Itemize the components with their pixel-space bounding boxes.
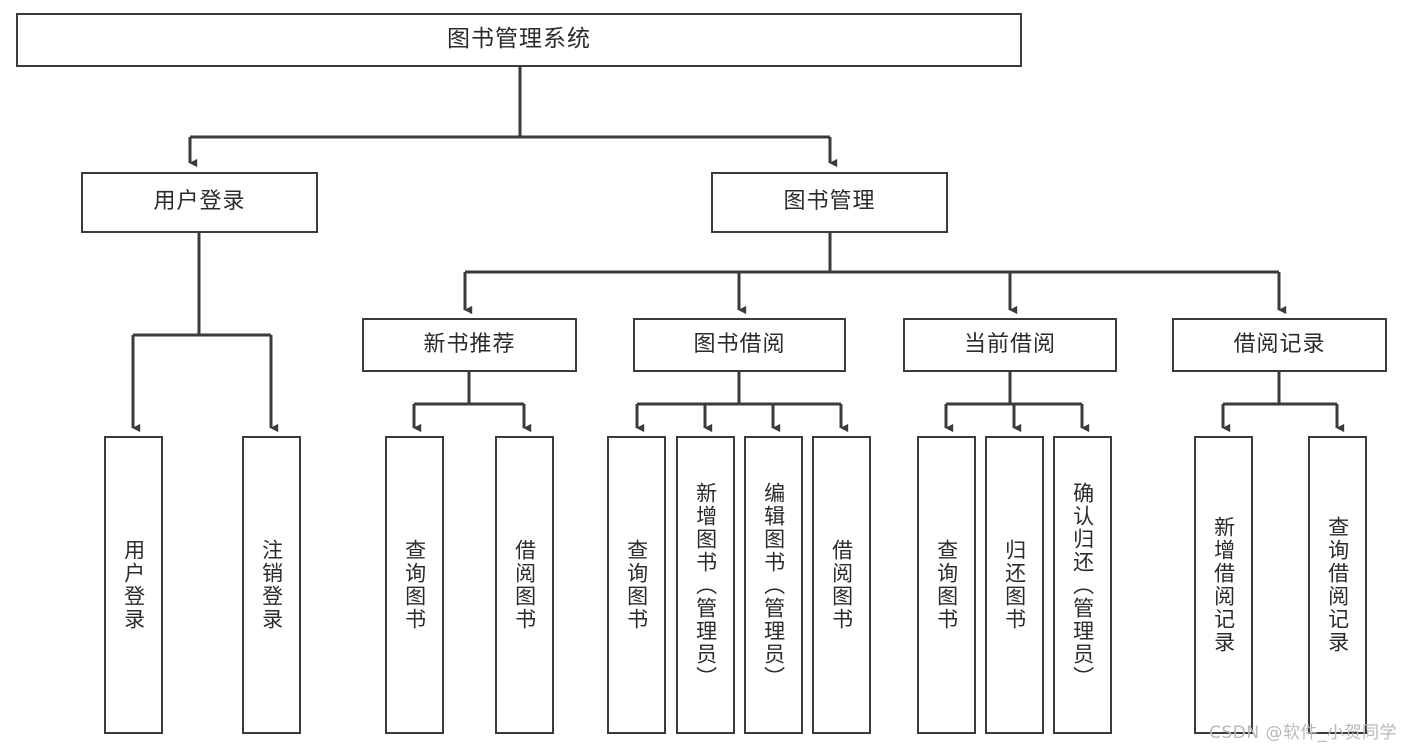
watermark-text: CSDN @软件_小贺同学 — [1209, 723, 1397, 743]
node-label: 用户登录 — [153, 189, 246, 215]
node-user-login[interactable]: 用户登录 — [81, 172, 318, 233]
leaf-current-borrow-confirm-return-admin[interactable]: 确认归还（管理员） — [1053, 436, 1112, 734]
leaf-book-borrow-add-book-admin[interactable]: 新增图书（管理员） — [676, 436, 735, 734]
leaf-new-book-query-book[interactable]: 查询图书 — [385, 436, 444, 734]
leaf-user-login-login[interactable]: 用户登录 — [104, 436, 163, 734]
leaf-new-book-borrow-book[interactable]: 借阅图书 — [495, 436, 554, 734]
node-label: 借阅记录 — [1233, 331, 1326, 357]
node-label: 借阅图书 — [829, 539, 854, 631]
node-label: 查询借阅记录 — [1325, 516, 1350, 654]
node-borrow-record[interactable]: 借阅记录 — [1172, 318, 1387, 372]
node-book-borrow[interactable]: 图书借阅 — [633, 318, 846, 372]
node-new-book-recommend[interactable]: 新书推荐 — [362, 318, 577, 372]
node-label: 查询图书 — [402, 539, 427, 631]
node-label: 编辑图书（管理员） — [761, 481, 786, 689]
leaf-book-borrow-query-book[interactable]: 查询图书 — [607, 436, 666, 734]
node-label: 借阅图书 — [512, 539, 537, 631]
node-label: 注销登录 — [259, 539, 284, 631]
node-label: 查询图书 — [624, 539, 649, 631]
node-label: 查询图书 — [934, 539, 959, 631]
leaf-current-borrow-return-book[interactable]: 归还图书 — [985, 436, 1044, 734]
node-label: 图书借阅 — [693, 331, 786, 357]
leaf-borrow-record-add-record[interactable]: 新增借阅记录 — [1194, 436, 1253, 734]
leaf-user-login-logout[interactable]: 注销登录 — [242, 436, 301, 734]
node-label: 归还图书 — [1002, 539, 1027, 631]
leaf-borrow-record-query-record[interactable]: 查询借阅记录 — [1308, 436, 1367, 734]
node-root-book-management-system[interactable]: 图书管理系统 — [16, 13, 1022, 67]
leaf-book-borrow-borrow-book[interactable]: 借阅图书 — [812, 436, 871, 734]
node-label: 新增图书（管理员） — [693, 481, 718, 689]
node-label: 图书管理 — [783, 189, 876, 215]
leaf-current-borrow-query-book[interactable]: 查询图书 — [917, 436, 976, 734]
node-current-borrow[interactable]: 当前借阅 — [903, 318, 1117, 372]
node-label: 新增借阅记录 — [1211, 516, 1236, 654]
node-label: 新书推荐 — [423, 331, 516, 357]
node-label: 确认归还（管理员） — [1070, 481, 1095, 689]
node-book-management[interactable]: 图书管理 — [711, 172, 948, 233]
leaf-book-borrow-edit-book-admin[interactable]: 编辑图书（管理员） — [744, 436, 803, 734]
node-label: 用户登录 — [121, 539, 146, 631]
node-label: 当前借阅 — [963, 331, 1056, 357]
node-label: 图书管理系统 — [447, 26, 591, 53]
